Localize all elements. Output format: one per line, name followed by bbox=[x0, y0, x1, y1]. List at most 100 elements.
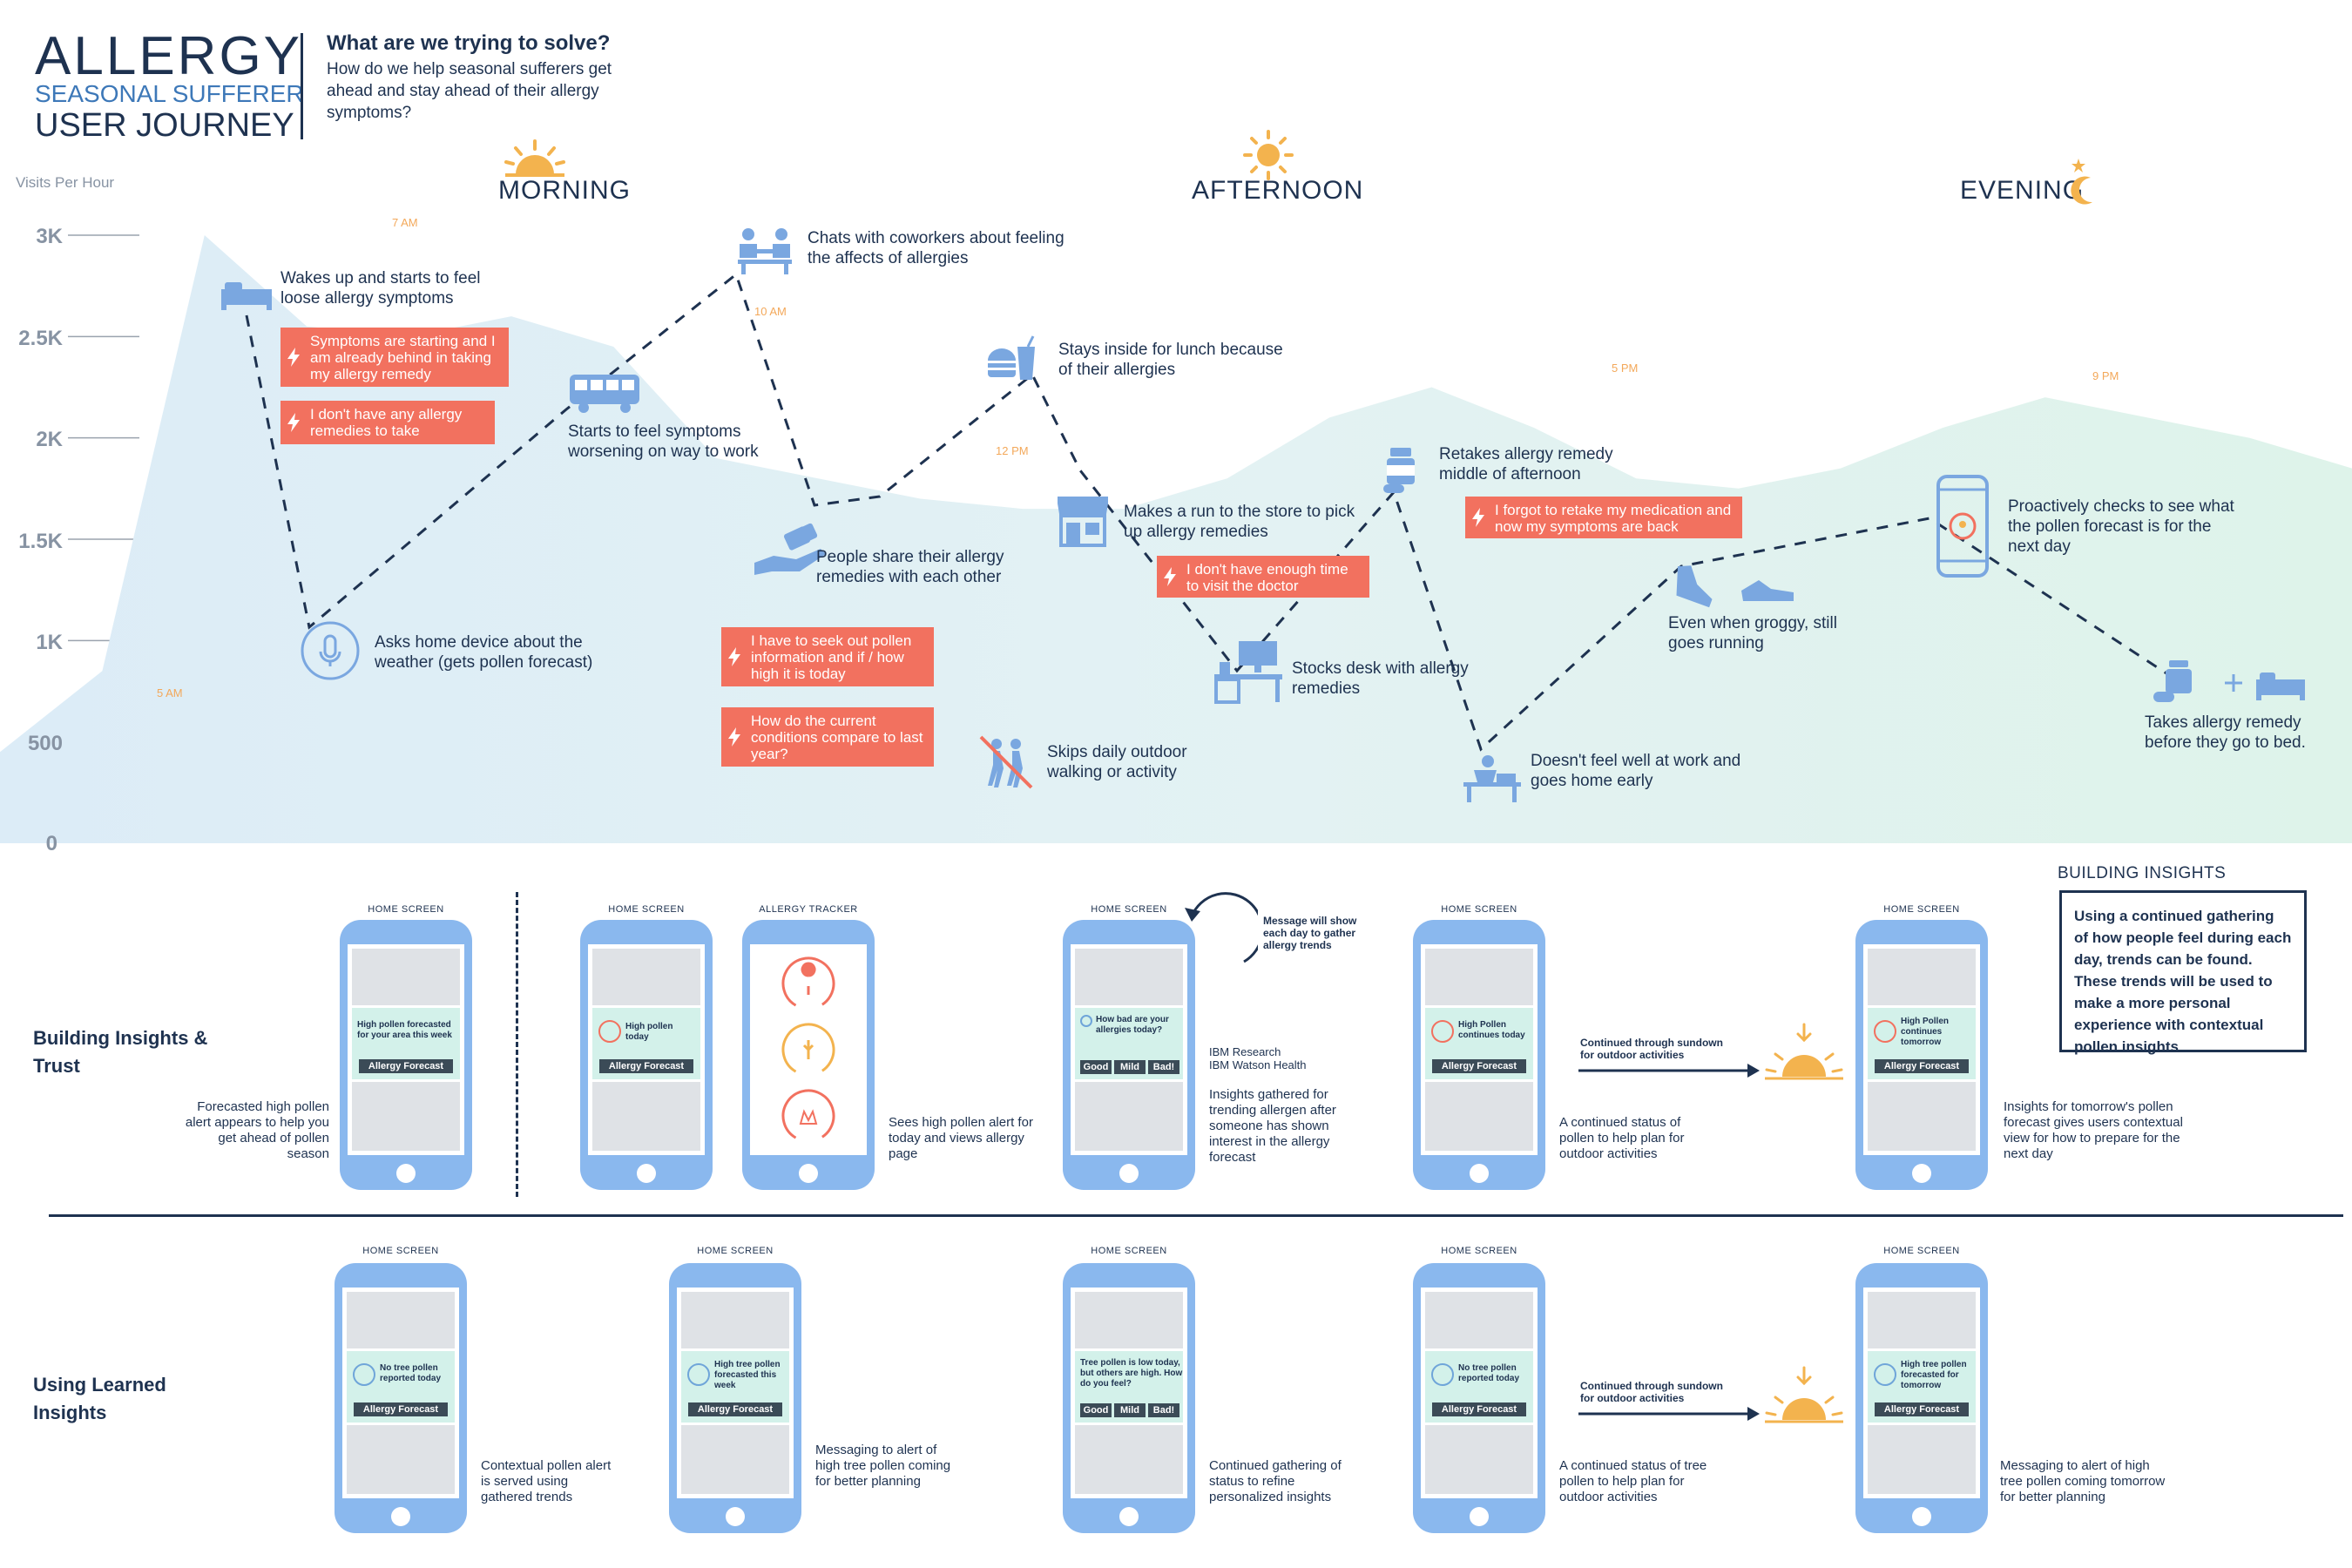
screen-label: HOME SCREEN bbox=[1091, 904, 1167, 915]
screen-label: HOME SCREEN bbox=[1441, 904, 1517, 915]
pain-point: I forgot to retake my medication and now… bbox=[1465, 497, 1742, 538]
home-button[interactable] bbox=[1470, 1164, 1489, 1183]
allergy-forecast-button[interactable]: Allergy Forecast bbox=[1432, 1402, 1526, 1416]
good-button[interactable]: Good bbox=[1080, 1403, 1112, 1417]
placeholder-block bbox=[352, 949, 460, 1005]
home-button[interactable] bbox=[396, 1164, 416, 1183]
tree-pollen-icon bbox=[1874, 1363, 1896, 1386]
screen-label: HOME SCREEN bbox=[608, 904, 685, 915]
mild-button[interactable]: Mild bbox=[1114, 1060, 1146, 1074]
pollen-alert-card[interactable]: High Pollen continues tomorrow Allergy F… bbox=[1868, 1008, 1976, 1079]
allergy-tracker-gauges bbox=[781, 956, 835, 1143]
home-button[interactable] bbox=[391, 1507, 410, 1526]
phone-screen: High pollen today Allergy Forecast bbox=[588, 944, 705, 1155]
event-remedy-before-bed: Takes allergy remedy before they go to b… bbox=[2145, 713, 2306, 752]
placeholder-block bbox=[1868, 1292, 1976, 1348]
phone-mockup: High pollen forecasted for your area thi… bbox=[340, 920, 472, 1190]
page-title-2: USER JOURNEY bbox=[35, 107, 294, 144]
alert-text: High tree pollen forecasted this week bbox=[714, 1360, 781, 1390]
row-label-learned: Using Learned Insights bbox=[33, 1374, 166, 1423]
pain-point: I don't have enough time to visit the do… bbox=[1157, 556, 1369, 598]
pollen-alert-card[interactable]: High tree pollen forecasted for tomorrow… bbox=[1868, 1351, 1976, 1423]
phone-mockup: How bad are your allergies today? Good M… bbox=[1063, 920, 1195, 1190]
placeholder-block bbox=[592, 949, 700, 1005]
pollen-alert-card[interactable]: High pollen forecasted for your area thi… bbox=[352, 1008, 460, 1079]
pollen-alert-card[interactable]: High pollen today Allergy Forecast bbox=[592, 1008, 700, 1079]
good-button[interactable]: Good bbox=[1080, 1060, 1112, 1074]
home-button[interactable] bbox=[1119, 1507, 1139, 1526]
building-insights-box: Using a continued gathering of how peopl… bbox=[2059, 890, 2307, 1055]
home-button[interactable] bbox=[726, 1507, 745, 1526]
moon-icon bbox=[2071, 159, 2092, 205]
screen-label: HOME SCREEN bbox=[1883, 904, 1960, 915]
home-button[interactable] bbox=[1912, 1507, 1931, 1526]
pain-point: I have to seek out pollen information an… bbox=[721, 627, 934, 686]
phone-screen: High Pollen continues tomorrow Allergy F… bbox=[1863, 944, 1980, 1155]
placeholder-block bbox=[1075, 949, 1183, 1005]
pollen-alert-card[interactable]: High tree pollen forecasted this week Al… bbox=[681, 1351, 789, 1423]
pollen-alert-card[interactable]: No tree pollen reported today Allergy Fo… bbox=[1425, 1351, 1533, 1423]
home-button[interactable] bbox=[1912, 1164, 1931, 1183]
home-button[interactable] bbox=[1119, 1164, 1139, 1183]
tree-pollen-icon bbox=[353, 1363, 375, 1386]
screen-label: HOME SCREEN bbox=[697, 1246, 774, 1256]
pain-point: Symptoms are starting and I am already b… bbox=[280, 328, 509, 387]
y-tick: 2K bbox=[36, 428, 63, 451]
sunrise-icon bbox=[504, 139, 565, 177]
home-button[interactable] bbox=[1470, 1507, 1489, 1526]
placeholder-block bbox=[1868, 1425, 1976, 1494]
allergy-forecast-button[interactable]: Allergy Forecast bbox=[354, 1402, 448, 1416]
tired-worker-icon bbox=[1463, 755, 1521, 802]
pollen-alert-card[interactable]: No tree pollen reported today Allergy Fo… bbox=[347, 1351, 455, 1423]
alert-text: No tree pollen reported today bbox=[1458, 1363, 1520, 1383]
pills-icon bbox=[1383, 448, 1415, 493]
event-stocks-desk: Stocks desk with allergy remedies bbox=[1292, 659, 1469, 698]
mild-button[interactable]: Mild bbox=[1114, 1403, 1146, 1417]
phone-screen: High Pollen continues today Allergy Fore… bbox=[1421, 944, 1538, 1155]
screen-label: ALLERGY TRACKER bbox=[759, 904, 858, 915]
pollen-location-icon bbox=[598, 1020, 621, 1043]
survey-question: How bad are your allergies today? bbox=[1096, 1015, 1169, 1035]
bed-icon bbox=[221, 282, 272, 310]
period-morning: MORNING bbox=[498, 176, 631, 205]
allergy-survey-card[interactable]: Tree pollen is low today, but others are… bbox=[1075, 1351, 1183, 1423]
allergy-forecast-button[interactable]: Allergy Forecast bbox=[359, 1059, 453, 1073]
time-label: 7 AM bbox=[392, 216, 418, 229]
placeholder-block bbox=[1425, 1425, 1533, 1494]
phone-screen: Tree pollen is low today, but others are… bbox=[1071, 1288, 1187, 1498]
time-label: 9 PM bbox=[2092, 369, 2119, 382]
home-button[interactable] bbox=[799, 1164, 818, 1183]
coworkers-icon bbox=[738, 228, 792, 274]
bad-button[interactable]: Bad! bbox=[1148, 1403, 1179, 1417]
event-run-to-store: Makes a run to the store to pick up alle… bbox=[1124, 503, 1355, 541]
placeholder-block bbox=[681, 1425, 789, 1494]
time-label: 12 PM bbox=[996, 444, 1029, 457]
home-button[interactable] bbox=[637, 1164, 656, 1183]
allergy-forecast-button[interactable]: Allergy Forecast bbox=[599, 1059, 693, 1073]
y-tick: 2.5K bbox=[18, 327, 63, 350]
allergy-forecast-button[interactable]: Allergy Forecast bbox=[1875, 1402, 1969, 1416]
phone-mockup: High Pollen continues today Allergy Fore… bbox=[1413, 920, 1545, 1190]
building-insights-heading: BUILDING INSIGHTS bbox=[2058, 864, 2227, 882]
placeholder-block bbox=[1075, 1292, 1183, 1348]
alert-text: High Pollen continues tomorrow bbox=[1901, 1017, 1949, 1047]
bad-button[interactable]: Bad! bbox=[1148, 1060, 1179, 1074]
placeholder-block bbox=[352, 1082, 460, 1151]
allergy-forecast-button[interactable]: Allergy Forecast bbox=[1875, 1059, 1969, 1073]
pollen-alert-card[interactable]: High Pollen continues today Allergy Fore… bbox=[1425, 1008, 1533, 1079]
allergy-forecast-button[interactable]: Allergy Forecast bbox=[688, 1402, 782, 1416]
ibm-research-logo: IBM Research bbox=[1209, 1045, 1281, 1058]
placeholder-block bbox=[1075, 1425, 1183, 1494]
time-label: 5 AM bbox=[157, 686, 183, 700]
question-body: How do we help seasonal sufferers get ah… bbox=[327, 60, 612, 122]
caption: Insights for tomorrow's pollen forecast … bbox=[2004, 1099, 2183, 1161]
allergy-forecast-button[interactable]: Allergy Forecast bbox=[1432, 1059, 1526, 1073]
allergy-survey-card[interactable]: How bad are your allergies today? Good M… bbox=[1075, 1008, 1183, 1079]
placeholder-block bbox=[1075, 1082, 1183, 1151]
phone-forecast-icon bbox=[1936, 475, 1989, 578]
ibm-watson-logo: IBM Watson Health bbox=[1209, 1058, 1307, 1071]
sunset-icon bbox=[1765, 1366, 1843, 1423]
phone-mockup: High tree pollen forecasted this week Al… bbox=[669, 1263, 801, 1533]
time-label: 10 AM bbox=[754, 305, 787, 318]
pain-point: I don't have any allergy remedies to tak… bbox=[280, 401, 495, 444]
